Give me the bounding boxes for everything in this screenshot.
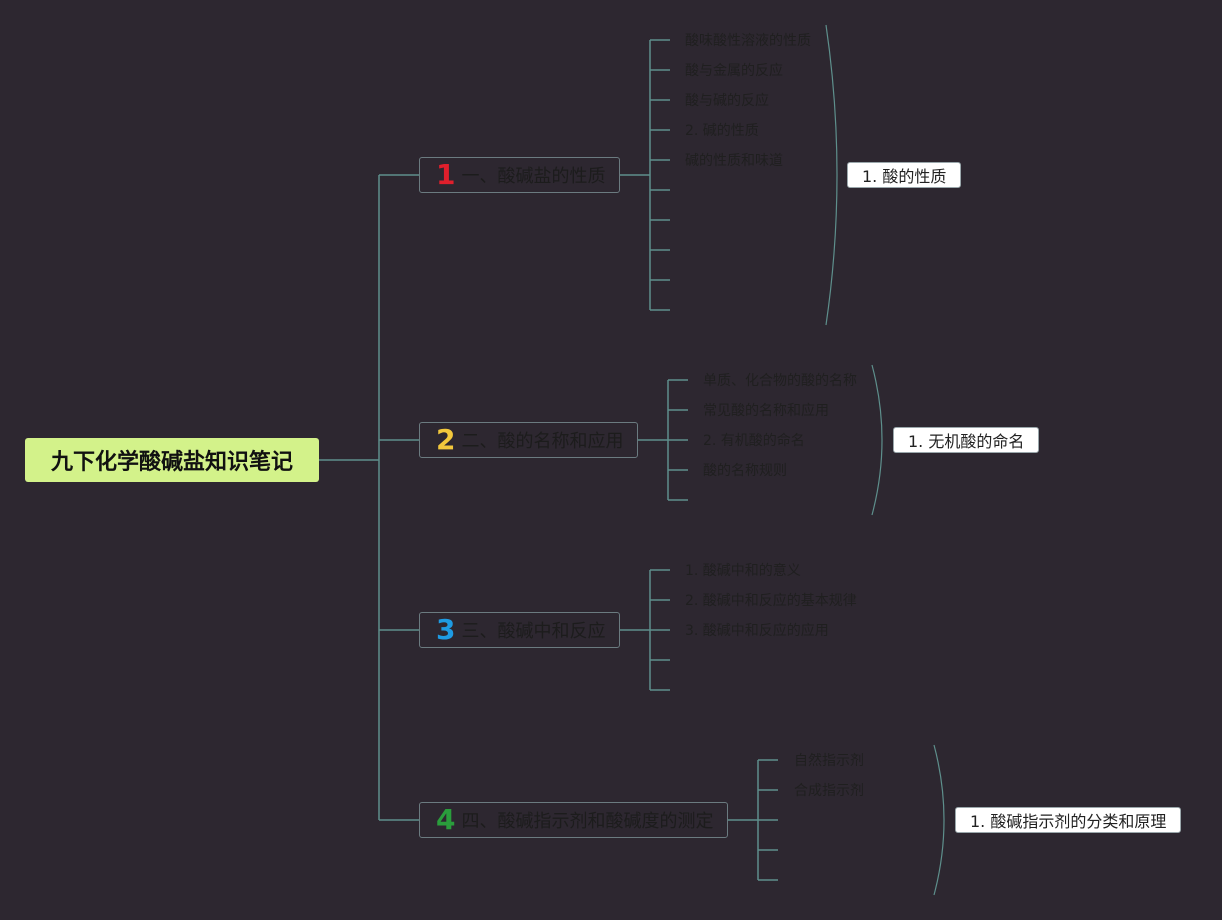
topic-3[interactable]: 3 三、酸碱中和反应 [419,612,620,648]
summary-box-1[interactable]: 1. 酸的性质 [847,162,962,188]
topic-number-4: 4 [436,803,456,836]
topic-number-3: 3 [436,613,456,646]
topic-2[interactable]: 2 二、酸的名称和应用 [419,422,638,458]
summary-brace [871,364,883,516]
leaf-item[interactable]: 2. 酸碱中和反应的基本规律 [685,593,857,609]
topic-number-2: 2 [436,423,456,456]
topic-label: 三、酸碱中和反应 [461,621,606,642]
topic-4[interactable]: 4 四、酸碱指示剂和酸碱度的测定 [419,802,728,838]
leaf-item[interactable]: 酸味酸性溶液的性质 [685,33,811,49]
summary-box-2[interactable]: 1. 无机酸的命名 [893,427,1040,453]
summary-brace [933,744,945,896]
leaf-item[interactable]: 酸的名称规则 [703,463,787,479]
summary-brace [825,24,838,326]
leaf-item[interactable]: 单质、化合物的酸的名称 [703,373,857,389]
leaf-item[interactable]: 2. 碱的性质 [685,123,759,139]
topic-1[interactable]: 1 一、酸碱盐的性质 [419,157,620,193]
leaf-item[interactable]: 自然指示剂 [794,753,864,769]
leaf-item[interactable]: 合成指示剂 [794,783,864,799]
leaf-item[interactable]: 1. 酸碱中和的意义 [685,563,801,579]
root-topic[interactable]: 九下化学酸碱盐知识笔记 [25,438,319,482]
leaf-item[interactable]: 2. 有机酸的命名 [703,433,805,449]
summary-box-4[interactable]: 1. 酸碱指示剂的分类和原理 [955,807,1182,833]
leaf-item[interactable]: 酸与金属的反应 [685,63,783,79]
topic-label: 四、酸碱指示剂和酸碱度的测定 [461,811,714,832]
leaf-item[interactable]: 碱的性质和味道 [685,153,783,169]
topic-label: 二、酸的名称和应用 [461,431,624,452]
leaf-item[interactable]: 酸与碱的反应 [685,93,769,109]
leaf-item[interactable]: 常见酸的名称和应用 [703,403,829,419]
topic-number-1: 1 [436,158,456,191]
topic-label: 一、酸碱盐的性质 [461,166,606,187]
leaf-item[interactable]: 3. 酸碱中和反应的应用 [685,623,829,639]
